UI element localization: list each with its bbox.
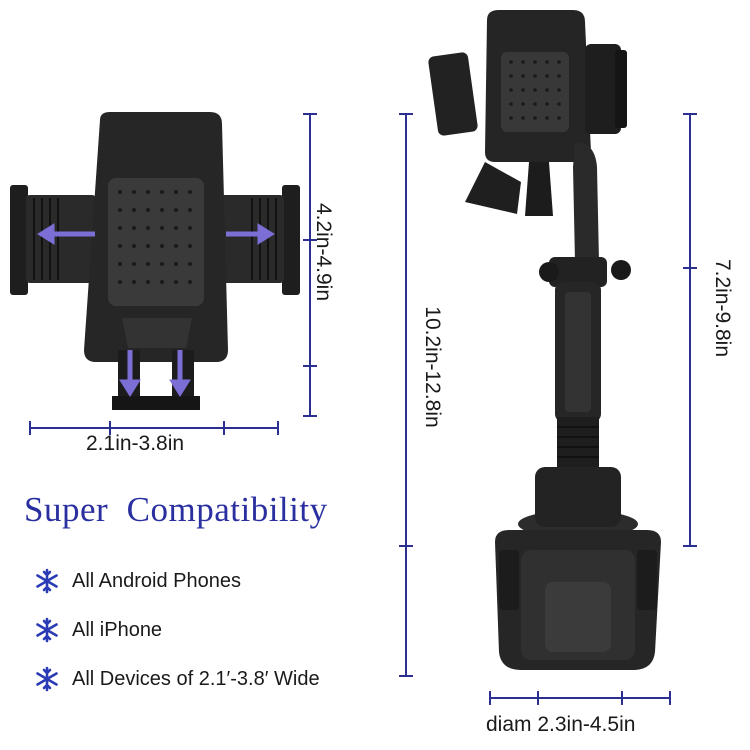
feature-label: All Devices of 2.1′-3.8′ Wide <box>72 667 320 690</box>
snowflake-icon <box>36 666 58 692</box>
total-height-dimension-line <box>399 113 413 677</box>
feature-list: All Android Phones All iPhone All Device… <box>34 568 320 692</box>
snowflake-icon <box>36 617 58 643</box>
arm-height-dimension-line <box>683 113 697 547</box>
holder-height-dimension-line <box>303 113 317 417</box>
snowflake-icon <box>36 568 58 594</box>
feature-item: All Devices of 2.1′-3.8′ Wide <box>34 666 320 692</box>
base-diameter-dimension-line <box>489 691 671 705</box>
feature-item: All Android Phones <box>34 568 320 594</box>
feature-label: All iPhone <box>72 618 163 641</box>
arm-height-label: 7.2in-9.8in <box>711 258 734 358</box>
phone-holder-front-image <box>10 112 300 410</box>
holder-width-dimension-line <box>29 421 279 435</box>
cup-holder-mount-image <box>428 10 661 670</box>
holder-height-label: 4.2in-4.9in <box>312 202 335 302</box>
headline: Super Compatibility <box>24 490 328 529</box>
base-diameter-label: diam 2.3in-4.5in <box>486 713 636 736</box>
holder-width-label: 2.1in-3.8in <box>86 432 185 455</box>
feature-item: All iPhone <box>34 617 320 643</box>
feature-label: All Android Phones <box>72 569 242 592</box>
